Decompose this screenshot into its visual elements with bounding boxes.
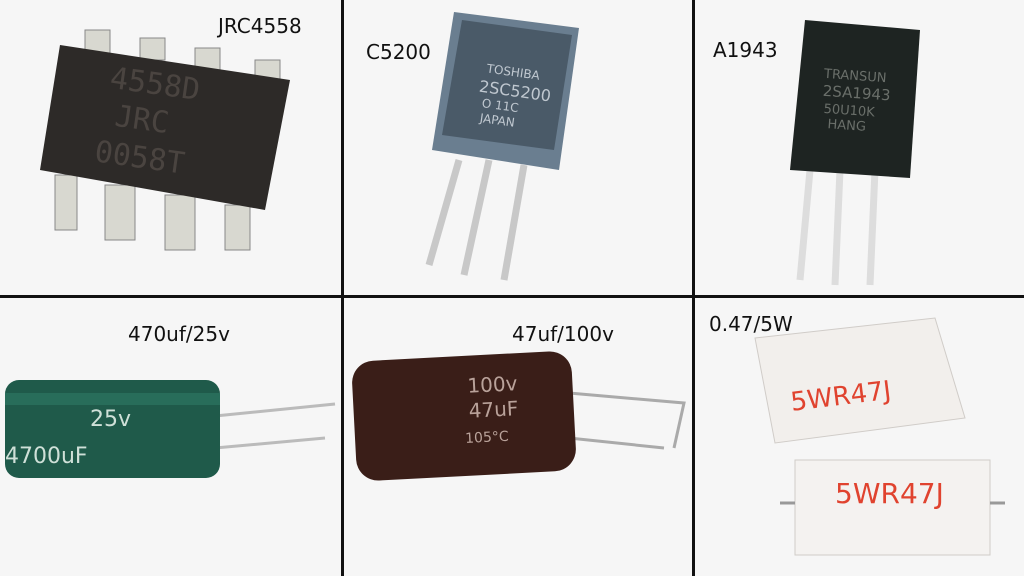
- cell-jrc4558: 4558D JRC 0058T JRC4558: [0, 0, 341, 295]
- to264-transistor-c5200-image: TOSHIBA 2SC5200 O 11C JAPAN: [425, 12, 579, 281]
- electrolytic-capacitor-green-image: 25v 4700uF: [5, 380, 336, 478]
- cap2-marking-capacitance: 47uF: [468, 396, 519, 423]
- a1943-marking-3: 50U10K: [823, 102, 876, 121]
- c5200-marking-3: O 11C: [481, 96, 520, 115]
- label-a1943: A1943: [713, 38, 778, 62]
- label-470uf-25v: 470uf/25v: [128, 322, 230, 346]
- label-jrc4558: JRC4558: [218, 14, 302, 38]
- label-47uf-100v: 47uf/100v: [512, 322, 614, 346]
- electrolytic-capacitor-brown-image: 100v 47uF 105°C: [352, 351, 686, 481]
- cap1-marking-capacitance: 4700uF: [5, 444, 88, 469]
- a1943-marking-4: HANG: [827, 117, 866, 135]
- cell-c5200: TOSHIBA 2SC5200 O 11C JAPAN C5200: [344, 0, 692, 295]
- dip8-ic-image: 4558D JRC 0058T: [40, 29, 290, 251]
- label-c5200: C5200: [366, 40, 431, 64]
- resistor-marking-2: 5WR47J: [835, 477, 944, 510]
- cell-47uf-100v: 100v 47uF 105°C 47uf/100v: [344, 298, 692, 576]
- cap1-marking-voltage: 25v: [90, 407, 131, 432]
- a1943-marking-2: 2SA1943: [822, 82, 891, 105]
- c5200-marking-4: JAPAN: [478, 111, 516, 130]
- cement-resistor-image: 5WR47J 5WR47J: [754, 317, 1005, 556]
- cap2-marking-temp: 105°C: [465, 429, 509, 447]
- cell-470uf-25v: 25v 4700uF 470uf/25v: [0, 298, 341, 576]
- to264-transistor-a1943-image: TRANSUN 2SA1943 50U10K HANG: [790, 20, 920, 286]
- cell-a1943: TRANSUN 2SA1943 50U10K HANG A1943: [695, 0, 1024, 295]
- cell-0.47-5w: 5WR47J 5WR47J 0.47/5W: [695, 298, 1024, 576]
- label-0.47-5w: 0.47/5W: [709, 312, 793, 336]
- ic-marking-2: JRC: [113, 99, 172, 141]
- cap2-marking-voltage: 100v: [467, 371, 518, 398]
- a1943-marking-1: TRANSUN: [822, 67, 886, 86]
